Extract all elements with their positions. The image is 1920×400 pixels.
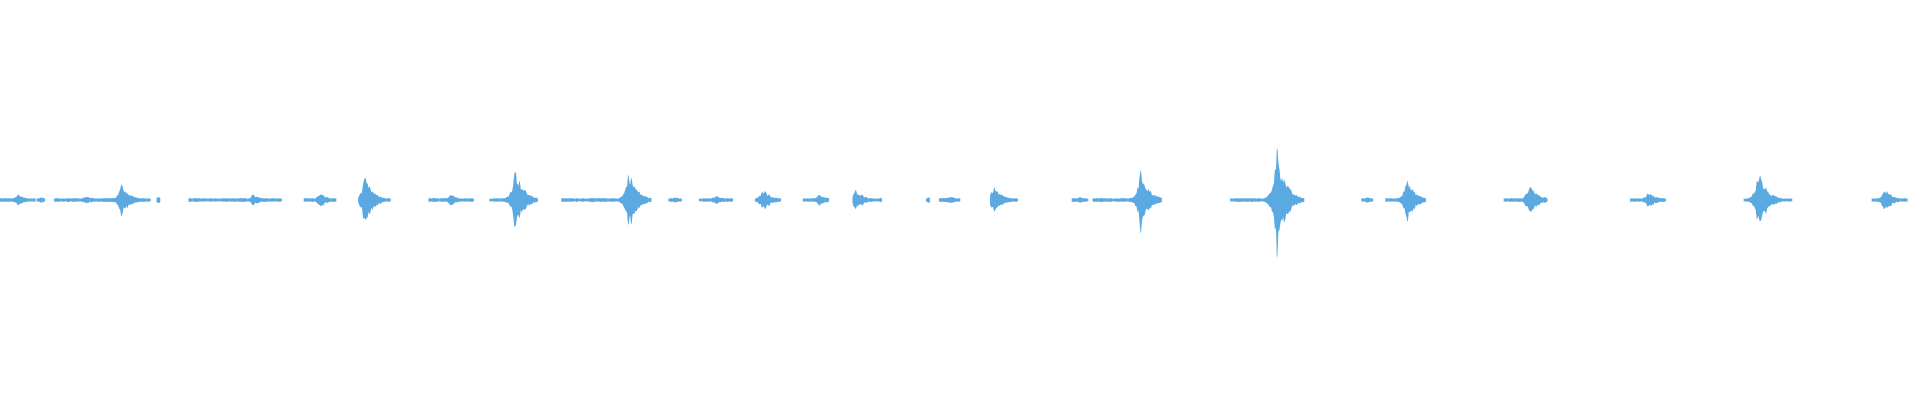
waveform-bursts [0,148,1908,257]
waveform-burst [938,197,961,203]
waveform-burst [802,194,830,206]
waveform-burst [1071,197,1089,203]
waveform-burst [1630,193,1666,207]
waveform-burst [754,190,782,210]
waveform-burst [1092,170,1162,233]
waveform-burst [428,195,474,206]
waveform-burst [1230,148,1305,257]
waveform-burst [1871,190,1908,210]
waveform-burst [1385,181,1426,222]
waveform-burst [188,194,282,206]
waveform-burst [358,177,391,220]
waveform-burst [1503,187,1548,213]
waveform-burst [852,189,882,210]
waveform-burst [36,197,46,203]
waveform-burst [668,197,682,203]
waveform-burst [1361,197,1374,203]
waveform-burst [303,194,337,207]
waveform-burst [1743,176,1793,222]
waveform-burst [561,175,652,225]
waveform-burst [156,197,161,204]
waveform-burst [698,196,734,204]
waveform-burst [489,171,538,228]
waveform-burst [926,197,930,204]
waveform-burst [990,187,1018,212]
waveform-burst [102,184,151,217]
waveform-burst [0,194,36,206]
